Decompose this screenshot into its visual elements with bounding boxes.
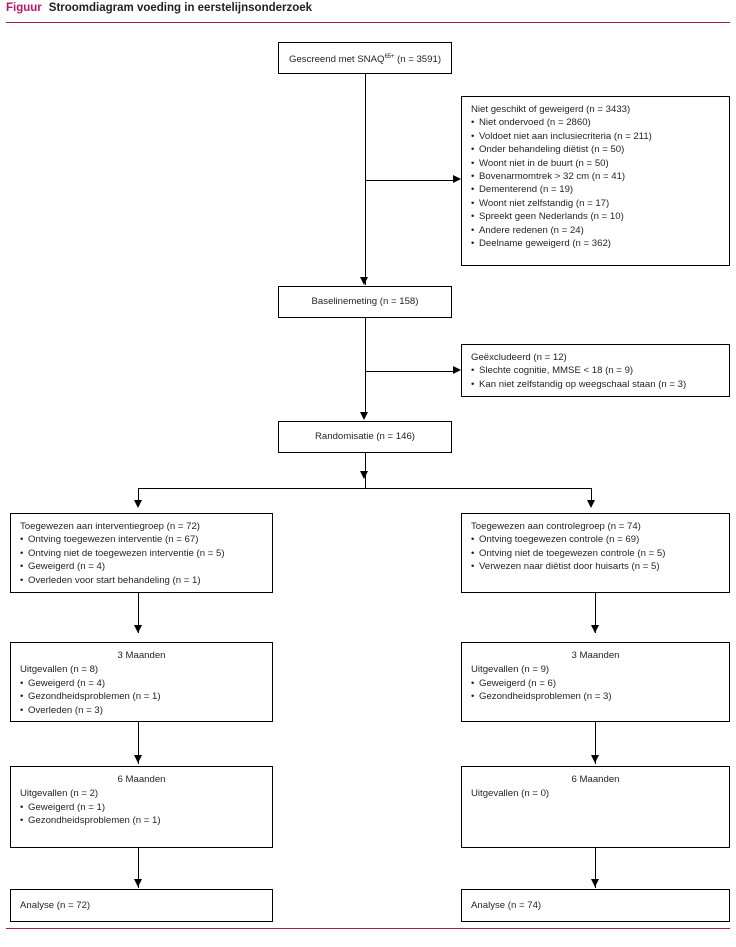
- list-item: Woont niet zelfstandig (n = 17): [471, 197, 720, 211]
- node-followup-3m-intervention: 3 Maanden Uitgevallen (n = 8) Geweigerd …: [10, 642, 273, 722]
- connector-split-left: [138, 488, 139, 504]
- node-analyse-control: Analyse (n = 74): [461, 889, 730, 922]
- node-excluded-baseline: Geëxcludeerd (n = 12) Slechte cognitie, …: [461, 344, 730, 397]
- node-screened-label: Gescreend met SNAQ65+ (n = 3591): [289, 50, 441, 67]
- list-item: Gezondheidsproblemen (n = 3): [471, 690, 720, 704]
- arrow-m6-to-analyse-left: [133, 879, 142, 887]
- screened-text-after: (n = 3591): [394, 53, 442, 65]
- excluded-baseline-list: Slechte cognitie, MMSE < 18 (n = 9) Kan …: [471, 364, 720, 391]
- connector-split-right: [591, 488, 592, 504]
- list-item: Spreekt geen Nederlands (n = 10): [471, 210, 720, 224]
- followup-3m-control-list: Geweigerd (n = 6) Gezondheidsproblemen (…: [471, 677, 720, 704]
- node-excluded-screening: Niet geschikt of geweigerd (n = 3433) Ni…: [461, 96, 730, 266]
- figure-kicker: Figuur: [6, 2, 42, 14]
- connector-baseline-to-randomisatie: [364, 318, 366, 412]
- node-allocation-intervention: Toegewezen aan interventiegroep (n = 72)…: [10, 513, 273, 593]
- connector-alloc-to-m3-right: [595, 593, 596, 633]
- node-screened: Gescreend met SNAQ65+ (n = 3591): [278, 42, 452, 74]
- followup-6m-intervention-period: 6 Maanden: [117, 774, 166, 785]
- list-item: Geweigerd (n = 4): [20, 560, 263, 574]
- excluded-baseline-heading: Geëxcludeerd (n = 12): [471, 352, 567, 363]
- list-item: Dementerend (n = 19): [471, 183, 720, 197]
- followup-3m-control-period: 3 Maanden: [571, 650, 620, 661]
- list-item: Voldoet niet aan inclusiecriteria (n = 2…: [471, 130, 720, 144]
- analyse-intervention-label: Analyse (n = 72): [20, 900, 91, 912]
- followup-6m-control-period: 6 Maanden: [571, 774, 620, 785]
- connector-m3-to-m6-left: [138, 722, 139, 764]
- excluded-screening-heading: Niet geschikt of geweigerd (n = 3433): [471, 104, 631, 115]
- allocation-intervention-list: Ontving toegewezen interventie (n = 67) …: [20, 533, 263, 587]
- node-randomisatie-label: Randomisatie (n = 146): [315, 431, 415, 443]
- list-item: Overleden (n = 3): [20, 704, 263, 718]
- connector-m3-to-m6-right: [595, 722, 596, 764]
- arrow-screened-to-excluded: [453, 175, 461, 183]
- figure-header: Figuur Stroomdiagram voeding in eerstelij…: [6, 2, 312, 14]
- arrow-split-left: [133, 500, 142, 508]
- header-rule-top: [6, 22, 730, 23]
- list-item: Geweigerd (n = 1): [20, 801, 263, 815]
- list-item: Gezondheidsproblemen (n = 1): [20, 690, 263, 704]
- node-followup-6m-control: 6 Maanden Uitgevallen (n = 0): [461, 766, 730, 848]
- list-item: Niet ondervoed (n = 2860): [471, 116, 720, 130]
- list-item: Deelname geweigerd (n = 362): [471, 237, 720, 251]
- node-followup-3m-control: 3 Maanden Uitgevallen (n = 9) Geweigerd …: [461, 642, 730, 722]
- screened-text-before: Gescreend met SNAQ: [288, 53, 385, 65]
- connector-m6-to-analyse-left: [138, 848, 139, 888]
- arrow-baseline-to-randomisatie: [360, 412, 368, 420]
- followup-3m-intervention-list: Geweigerd (n = 4) Gezondheidsproblemen (…: [20, 677, 263, 718]
- list-item: Ontving niet de toegewezen interventie (…: [20, 547, 263, 561]
- list-item: Kan niet zelfstandig op weegschaal staan…: [471, 378, 720, 392]
- followup-6m-intervention-heading: Uitgevallen (n = 2): [20, 788, 99, 800]
- list-item: Verwezen naar diëtist door huisarts (n =…: [471, 560, 720, 574]
- allocation-intervention-heading: Toegewezen aan interventiegroep (n = 72): [20, 521, 201, 532]
- connector-m6-to-analyse-right: [595, 848, 596, 888]
- list-item: Onder behandeling diëtist (n = 50): [471, 143, 720, 157]
- followup-3m-intervention-period: 3 Maanden: [117, 650, 166, 661]
- followup-3m-control-heading: Uitgevallen (n = 9): [471, 664, 550, 676]
- connector-randomisatie-stem: [364, 453, 366, 488]
- analyse-control-label: Analyse (n = 74): [471, 900, 542, 912]
- connector-split-horizontal: [138, 488, 591, 489]
- list-item: Woont niet in de buurt (n = 50): [471, 157, 720, 171]
- arrow-screened-to-baseline: [360, 277, 368, 285]
- node-analyse-intervention: Analyse (n = 72): [10, 889, 273, 922]
- arrow-m3-to-m6-right: [590, 755, 599, 763]
- arrow-m3-to-m6-left: [133, 755, 142, 763]
- arrow-alloc-to-m3-left: [133, 625, 142, 633]
- list-item: Geweigerd (n = 6): [471, 677, 720, 691]
- connector-baseline-to-excluded: [365, 370, 454, 372]
- list-item: Ontving toegewezen controle (n = 69): [471, 533, 720, 547]
- excluded-screening-list: Niet ondervoed (n = 2860) Voldoet niet a…: [471, 116, 720, 250]
- node-allocation-control: Toegewezen aan controlegroep (n = 74) On…: [461, 513, 730, 593]
- connector-screened-to-excluded: [365, 179, 454, 181]
- list-item: Overleden voor start behandeling (n = 1): [20, 574, 263, 588]
- list-item: Bovenarmomtrek > 32 cm (n = 41): [471, 170, 720, 184]
- allocation-control-heading: Toegewezen aan controlegroep (n = 74): [471, 521, 641, 532]
- arrow-split-right: [586, 500, 595, 508]
- list-item: Andere redenen (n = 24): [471, 224, 720, 238]
- followup-3m-intervention-heading: Uitgevallen (n = 8): [20, 664, 99, 676]
- node-baseline-label: Baselinemeting (n = 158): [311, 296, 419, 308]
- arrow-baseline-to-excluded: [453, 366, 461, 374]
- list-item: Gezondheidsproblemen (n = 1): [20, 814, 263, 828]
- list-item: Geweigerd (n = 4): [20, 677, 263, 691]
- arrow-m6-to-analyse-right: [590, 879, 599, 887]
- figure-title: Stroomdiagram voeding in eerstelijnsonde…: [48, 2, 313, 14]
- arrow-randomisatie-stem: [360, 471, 368, 479]
- footer-rule-bottom: [6, 928, 730, 929]
- node-randomisatie: Randomisatie (n = 146): [278, 421, 452, 453]
- list-item: Ontving niet de toegewezen controle (n =…: [471, 547, 720, 561]
- connector-alloc-to-m3-left: [138, 593, 139, 633]
- allocation-control-list: Ontving toegewezen controle (n = 69) Ont…: [471, 533, 720, 574]
- list-item: Slechte cognitie, MMSE < 18 (n = 9): [471, 364, 720, 378]
- followup-6m-intervention-list: Geweigerd (n = 1) Gezondheidsproblemen (…: [20, 801, 263, 828]
- arrow-alloc-to-m3-right: [590, 625, 599, 633]
- screened-superscript: 65+: [384, 52, 395, 60]
- node-followup-6m-intervention: 6 Maanden Uitgevallen (n = 2) Geweigerd …: [10, 766, 273, 848]
- list-item: Ontving toegewezen interventie (n = 67): [20, 533, 263, 547]
- node-baseline: Baselinemeting (n = 158): [278, 286, 452, 318]
- followup-6m-control-heading: Uitgevallen (n = 0): [471, 788, 550, 800]
